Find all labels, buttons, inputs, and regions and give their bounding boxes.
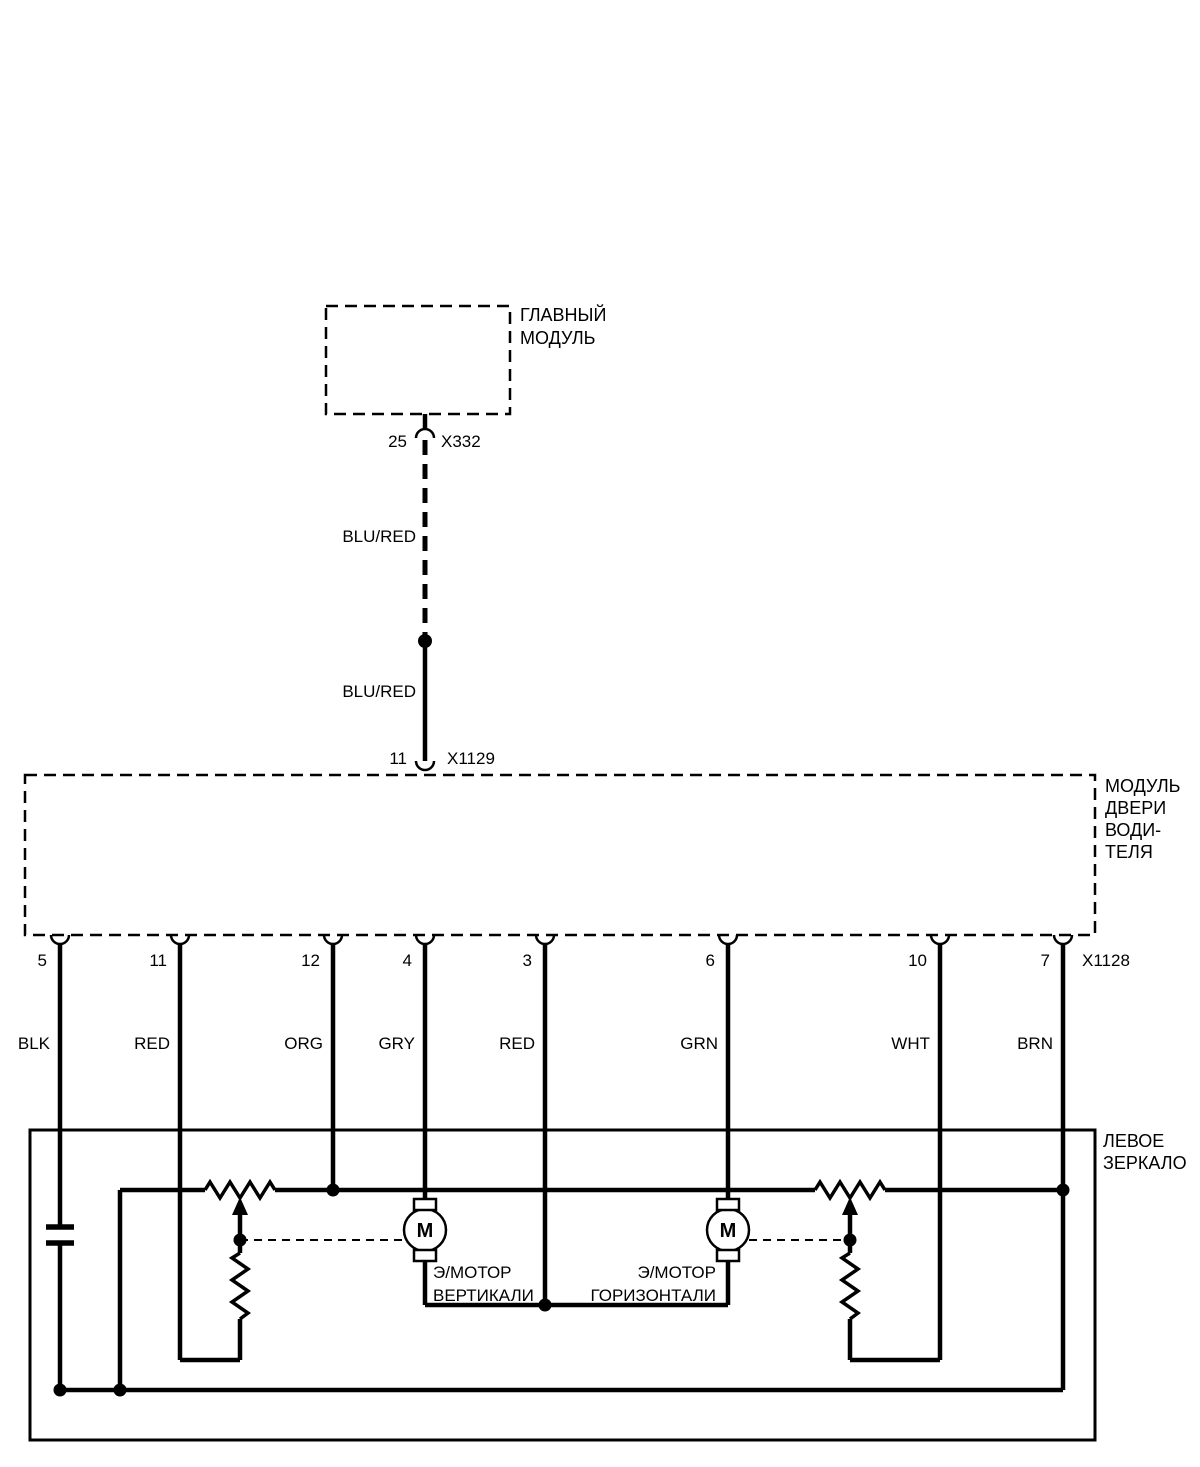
right-wiper-arrow — [842, 1197, 858, 1215]
pin-number: 6 — [706, 951, 715, 970]
junction-dot-common — [538, 1298, 552, 1312]
door-module-label-line2: ДВЕРИ — [1105, 798, 1166, 818]
mirror-assembly: ЛЕВОЕ ЗЕРКАЛО — [28, 1128, 1187, 1442]
connector-x332-arc — [414, 427, 436, 439]
connector-x1129-arc — [414, 760, 436, 772]
junction-dot-org — [326, 1183, 340, 1197]
main-module: ГЛАВНЫЙ МОДУЛЬ 25 X332 — [324, 304, 606, 451]
connector-x332-pin: 25 — [388, 432, 407, 451]
connector-pin-arc — [1052, 934, 1074, 946]
door-module-box — [23, 773, 1097, 937]
pin-number: 7 — [1041, 951, 1050, 970]
pin-6-grn: 6 GRN — [680, 934, 739, 1202]
potentiometer-track-bus — [117, 1178, 1070, 1390]
motor-common — [425, 1298, 728, 1312]
wire-color-label: WHT — [891, 1034, 930, 1053]
junction-dot-brn — [1056, 1183, 1070, 1197]
right-wiper-assembly — [838, 1197, 940, 1363]
pin-number: 12 — [301, 951, 320, 970]
pin-7-brn: 7 BRN — [1017, 934, 1074, 1390]
pin-4-gry: 4 GRY — [378, 934, 436, 1202]
pin-number: 11 — [149, 951, 167, 970]
left-feedback-resistor — [228, 1251, 252, 1321]
connector-pin-arc — [534, 934, 556, 946]
pin-3-red: 3 RED — [499, 934, 556, 1305]
vertical-motor-letter: M — [417, 1220, 434, 1242]
connector-pin-arc — [414, 934, 436, 946]
main-module-label-line2: МОДУЛЬ — [520, 328, 595, 348]
mirror-label-line1: ЛЕВОЕ — [1103, 1131, 1164, 1151]
trunk-wire: BLU/RED BLU/RED 11 X1129 — [342, 440, 495, 772]
horizontal-motor-label-line1: Э/МОТОР — [637, 1263, 716, 1282]
vertical-motor-brush-bottom — [412, 1248, 438, 1263]
wire-label-blu-red-upper: BLU/RED — [342, 527, 416, 546]
connector-pin-arc — [717, 934, 739, 946]
horizontal-motor-label-line2: ГОРИЗОНТАЛИ — [590, 1286, 716, 1305]
door-module-label-line3: ВОДИ- — [1105, 820, 1161, 840]
wire-color-label: GRY — [378, 1034, 415, 1053]
connector-pin-arc — [49, 934, 71, 946]
pin-12-org: 12 ORG — [284, 934, 344, 1190]
door-module: МОДУЛЬ ДВЕРИ ВОДИ- ТЕЛЯ X1128 — [23, 773, 1180, 970]
left-pot-resistor — [203, 1178, 277, 1202]
horizontal-motor-brush-top — [715, 1197, 741, 1212]
horizontal-motor-letter: M — [720, 1220, 737, 1242]
connector-pin-arc — [322, 934, 344, 946]
pin-10-wht: 10 WHT — [891, 934, 951, 1360]
main-module-label-line1: ГЛАВНЫЙ — [520, 304, 606, 325]
right-feedback-resistor — [838, 1251, 862, 1321]
vertical-motor-brush-top — [412, 1197, 438, 1212]
wire-color-label: BLK — [18, 1034, 51, 1053]
pin-number: 10 — [908, 951, 927, 970]
horizontal-motor: M Э/МОТОР ГОРИЗОНТАЛИ — [590, 1197, 751, 1305]
right-pot-resistor — [813, 1178, 887, 1202]
left-wiper-assembly — [180, 1197, 252, 1363]
connector-x1128-name: X1128 — [1082, 951, 1130, 970]
connector-x1129-name: X1129 — [447, 749, 495, 768]
connector-pin-arc — [929, 934, 951, 946]
door-module-label-line1: МОДУЛЬ — [1105, 776, 1180, 796]
pin-number: 5 — [38, 951, 47, 970]
wire-color-label: RED — [499, 1034, 535, 1053]
wire-color-label: ORG — [284, 1034, 323, 1053]
mirror-label-line2: ЗЕРКАЛО — [1103, 1153, 1187, 1173]
wire-color-label: BRN — [1017, 1034, 1053, 1053]
wire-label-blu-red-lower: BLU/RED — [342, 682, 416, 701]
pin-11-red: 11 RED — [134, 934, 191, 1360]
left-wiper-arrow — [232, 1197, 248, 1215]
pin-number: 4 — [403, 951, 412, 970]
ground-rail — [53, 1383, 1063, 1397]
vertical-motor: M Э/МОТОР ВЕРТИКАЛИ — [402, 1197, 534, 1305]
pin-number: 3 — [523, 951, 532, 970]
connector-x1129-pin: 11 — [389, 749, 407, 768]
door-module-label-line4: ТЕЛЯ — [1105, 842, 1153, 862]
connector-pin-arc — [169, 934, 191, 946]
wire-color-label: GRN — [680, 1034, 718, 1053]
heater-element — [46, 1224, 74, 1390]
vertical-motor-label-line1: Э/МОТОР — [433, 1263, 512, 1282]
junction-dot-ground-drop — [113, 1383, 127, 1397]
horizontal-motor-brush-bottom — [715, 1248, 741, 1263]
connector-x332-name: X332 — [441, 432, 481, 451]
vertical-motor-label-line2: ВЕРТИКАЛИ — [433, 1286, 534, 1305]
mirror-box — [28, 1128, 1097, 1442]
junction-dot-ground-left — [53, 1383, 67, 1397]
pin-5-blk: 5 BLK — [18, 934, 71, 1227]
main-module-box — [324, 304, 512, 416]
wire-color-label: RED — [134, 1034, 170, 1053]
